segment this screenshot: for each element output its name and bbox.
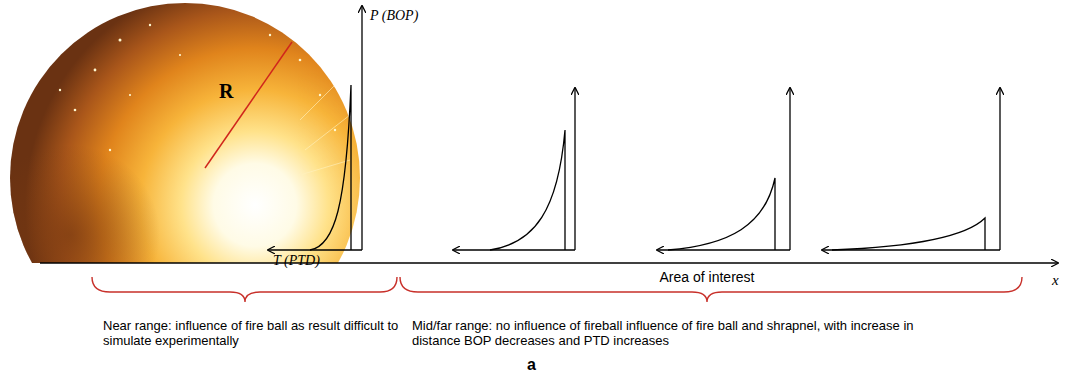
range-note: Mid/far range: no influence of fireball … [412,318,952,348]
region-label: Area of interest [660,269,755,285]
distance-axis [40,262,1058,263]
radius-label: R [219,80,233,103]
axis-label: x [1052,272,1059,289]
fireball-image [0,0,380,263]
range-brace [92,277,397,302]
axis-label: T (PTD) [273,253,320,269]
range-note: Near range: influence of fire ball as re… [103,318,403,348]
radius-line [205,42,292,168]
pressure-plot [657,88,790,250]
pressure-plot [453,88,575,250]
axis-label: P (BOP) [370,8,418,24]
panel-letter: a [527,356,536,374]
pressure-plot [822,88,1000,250]
pressure-plot [268,6,362,250]
